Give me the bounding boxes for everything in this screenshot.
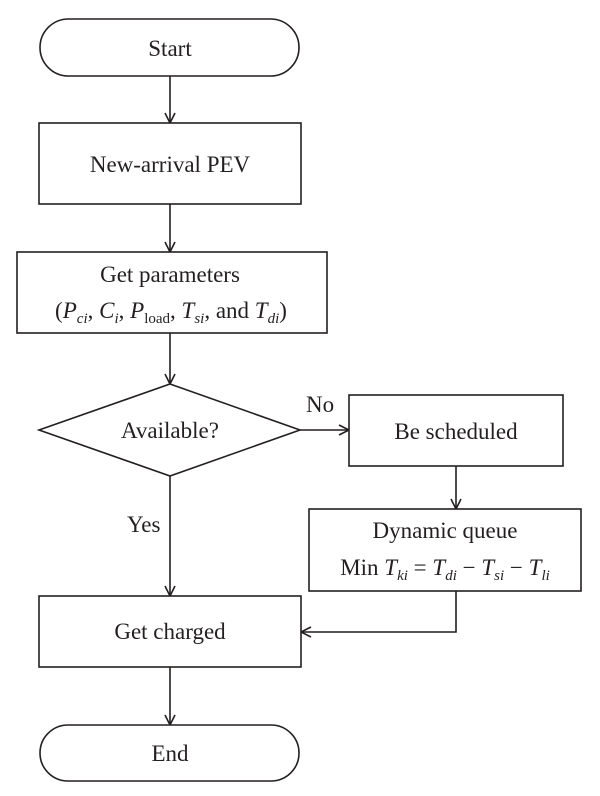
get-parameters-node: Get parameters (Pci, Ci, Pload, Tsi, and… — [16, 251, 328, 334]
get-charged-node: Get charged — [38, 595, 302, 668]
new-arrival-label: New-arrival PEV — [90, 152, 251, 177]
param-t-di-subscript: di — [268, 311, 280, 327]
new-arrival-node: New-arrival PEV — [38, 122, 302, 205]
param-c-i-symbol: C — [99, 298, 115, 323]
available-decision-node: Available? — [36, 383, 303, 477]
param-p-load-subscript: load — [144, 311, 170, 327]
formula-minus-1: − — [463, 555, 476, 580]
be-scheduled-node: Be scheduled — [348, 394, 564, 467]
close-paren: ) — [279, 298, 287, 323]
param-p-ci-symbol: P — [62, 298, 77, 323]
param-p-ci-subscript: ci — [77, 311, 88, 327]
conjunction: and — [216, 298, 250, 323]
dynamic-queue-label: Dynamic queue — [373, 518, 518, 543]
separator-4: , — [204, 298, 210, 323]
separator-2: , — [119, 298, 125, 323]
separator-3: , — [170, 298, 176, 323]
param-c-i-subscript: i — [114, 311, 118, 327]
get-charged-label: Get charged — [114, 619, 226, 644]
be-scheduled-label: Be scheduled — [394, 419, 518, 444]
formula-term-2-symbol: T — [481, 555, 496, 580]
param-p-load-symbol: P — [129, 298, 144, 323]
start-label: Start — [148, 36, 192, 61]
formula-term-2-subscript: si — [494, 568, 504, 584]
formula-lhs-symbol: T — [384, 555, 399, 580]
dynamic-queue-formula: Min Tki = Tdi − Tsi − Tli — [340, 555, 550, 584]
formula-equals: = — [414, 555, 427, 580]
parameter-list: (Pci, Ci, Pload, Tsi, and Tdi) — [55, 298, 287, 327]
formula-prefix: Min — [340, 555, 379, 580]
separator-1: , — [88, 298, 94, 323]
available-label: Available? — [121, 418, 219, 443]
param-t-si-symbol: T — [182, 298, 197, 323]
no-label: No — [306, 392, 334, 417]
param-t-di-symbol: T — [255, 298, 270, 323]
formula-term-3-symbol: T — [529, 555, 544, 580]
formula-term-1-symbol: T — [432, 555, 447, 580]
formula-term-3-subscript: li — [541, 568, 549, 584]
end-node: End — [39, 724, 300, 782]
formula-minus-2: − — [510, 555, 523, 580]
dynamic-queue-node: Dynamic queue Min Tki = Tdi − Tsi − Tli — [308, 508, 582, 592]
yes-label: Yes — [127, 512, 161, 537]
open-paren: ( — [55, 298, 63, 323]
get-parameters-label: Get parameters — [100, 262, 240, 287]
formula-term-1-subscript: di — [445, 568, 457, 584]
end-label: End — [151, 741, 189, 766]
formula-lhs-subscript: ki — [397, 568, 408, 584]
start-node: Start — [39, 18, 300, 77]
param-t-si-subscript: si — [194, 311, 204, 327]
connector-dynamic-queue-to-get-charged — [301, 591, 457, 632]
